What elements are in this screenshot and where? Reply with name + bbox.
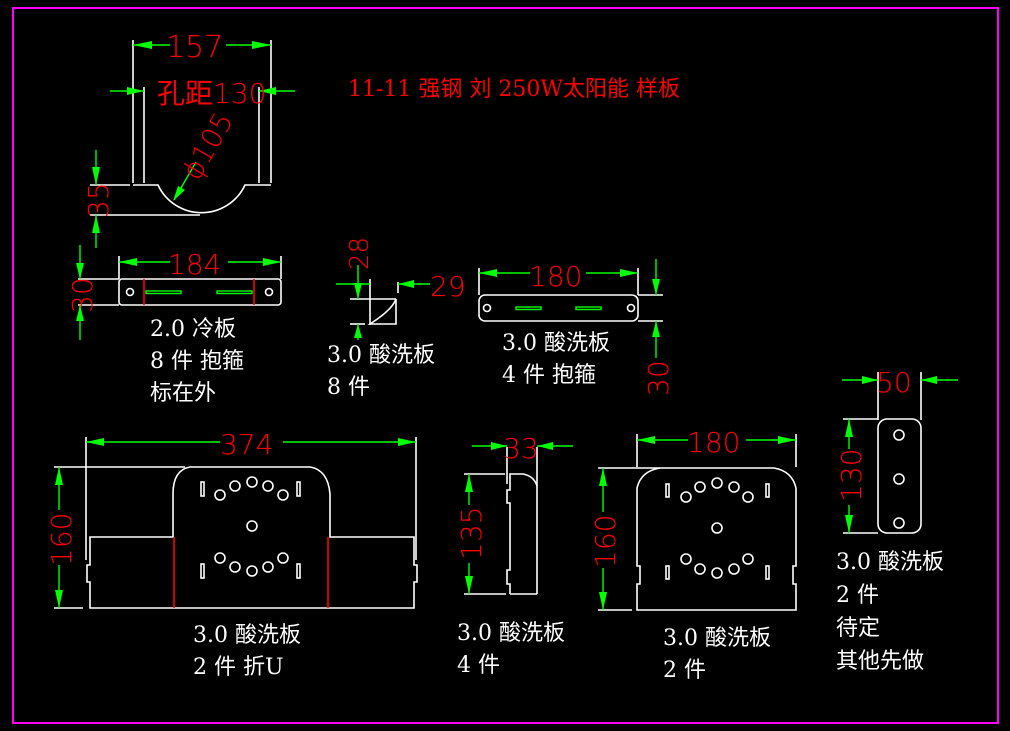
note-corner-2: 8 件 xyxy=(327,375,370,400)
note-corner-1: 3.0 酸洗板 xyxy=(327,343,435,368)
note-small-3: 待定 xyxy=(836,616,880,641)
strap-pickled: 180 30 xyxy=(478,259,675,396)
note-strap-cold-3: 标在外 xyxy=(150,381,216,406)
dim-length-184: 184 xyxy=(168,248,221,281)
folded-plate: 374 160 xyxy=(45,428,418,609)
top-bracket: 157 孔距130 ϕ105 35 xyxy=(82,30,295,248)
dim-width-157: 157 xyxy=(166,30,223,65)
dim-height-160b: 160 xyxy=(589,515,622,568)
dim-width-180b: 180 xyxy=(687,426,740,459)
note-side-1: 3.0 酸洗板 xyxy=(457,621,565,646)
note-small-1: 3.0 酸洗板 xyxy=(836,550,944,575)
note-mount-2: 2 件 xyxy=(663,658,706,683)
dim-height-160a: 160 xyxy=(45,513,78,566)
dim-hole-distance: 孔距130 xyxy=(157,77,266,110)
note-folded-1: 3.0 酸洗板 xyxy=(193,623,301,648)
small-plate: 50 130 xyxy=(835,366,958,534)
side-plate: 33 135 xyxy=(455,432,573,595)
dim-height-30b: 30 xyxy=(642,360,675,396)
drawing-frame xyxy=(12,7,999,724)
dim-height-30a: 30 xyxy=(66,277,99,313)
hole-pattern xyxy=(665,477,770,580)
dim-length-180a: 180 xyxy=(529,260,582,293)
note-strap-cold-1: 2.0 冷板 xyxy=(150,317,236,342)
note-strap-pickled-2: 4 件 抱箍 xyxy=(502,363,596,388)
hole-pattern xyxy=(200,476,301,579)
drawing-title: 11-11 强钢 刘 250W太阳能 样板 xyxy=(348,77,680,102)
note-strap-pickled-1: 3.0 酸洗板 xyxy=(502,331,610,356)
corner-piece: 28 29 xyxy=(336,237,466,340)
dim-width-33: 33 xyxy=(503,432,539,465)
mount-plate: 180 160 xyxy=(589,426,797,611)
note-small-4: 其他先做 xyxy=(836,649,924,674)
note-strap-cold-2: 8 件 抱箍 xyxy=(150,349,244,374)
strap-cold: 184 30 xyxy=(66,245,282,340)
dim-height-28: 28 xyxy=(345,237,375,270)
dim-width-29: 29 xyxy=(430,270,466,303)
dim-height-35: 35 xyxy=(82,182,115,218)
note-side-2: 4 件 xyxy=(457,653,500,678)
dim-diameter: ϕ105 xyxy=(175,107,240,186)
dim-height-135: 135 xyxy=(455,507,488,560)
dim-width-50: 50 xyxy=(876,366,912,399)
note-small-2: 2 件 xyxy=(836,583,879,608)
note-mount-1: 3.0 酸洗板 xyxy=(663,626,771,651)
note-folded-2: 2 件 折U xyxy=(193,655,284,680)
dim-height-130: 130 xyxy=(835,449,868,502)
dim-width-374: 374 xyxy=(220,428,273,461)
